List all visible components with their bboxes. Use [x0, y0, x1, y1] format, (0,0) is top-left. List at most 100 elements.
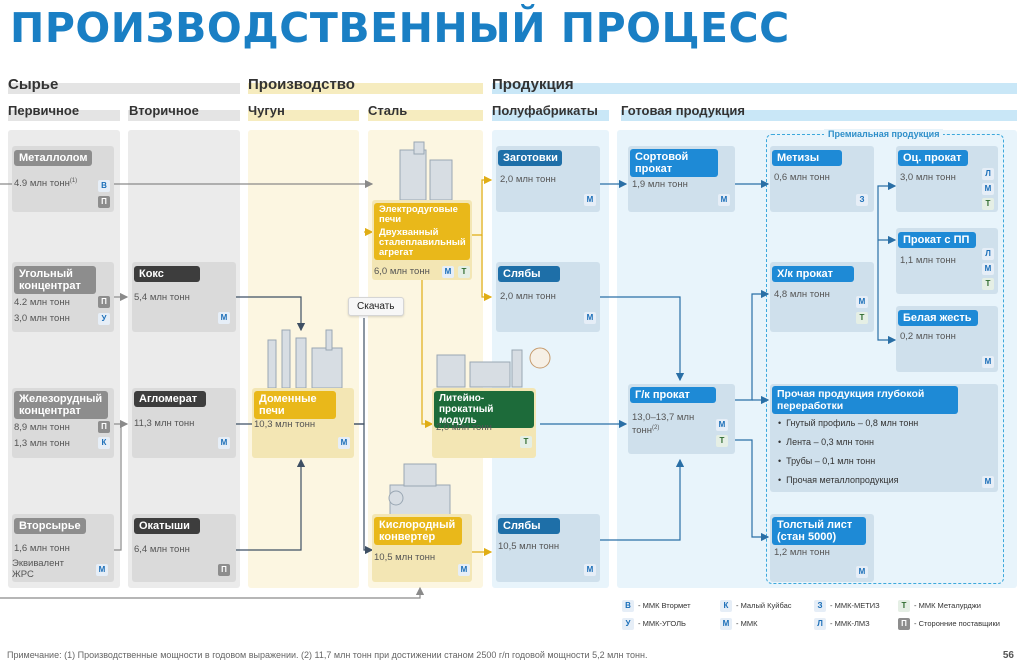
coal-label: Угольный концентрат: [14, 266, 96, 294]
blast-label: Доменные печи: [254, 391, 336, 419]
sub-secondary: Вторичное: [129, 103, 199, 118]
node-galvanized: Оц. прокат 3,0 млн тонн Л М Т: [896, 146, 998, 212]
node-agglomerate: Агломерат 11,3 млн тонн М: [132, 388, 236, 458]
recycled-value: 1,6 млн тонн: [14, 543, 70, 554]
badge: М: [458, 564, 470, 576]
badge: К: [98, 437, 110, 449]
badge: М: [982, 476, 994, 488]
sub-primary: Первичное: [8, 103, 80, 118]
sub-steel: Сталь: [368, 103, 408, 118]
node-recycled: Вторсырье 1,6 млн тонн Эквивалент ЖРС М: [12, 514, 114, 582]
converter-illustration: [388, 463, 451, 516]
node-slabs-1: Слябы 2,0 млн тонн М: [496, 262, 600, 332]
page-number: 56: [1002, 650, 1014, 661]
pellets-value: 6,4 млн тонн: [134, 544, 190, 555]
list-item: • Прочая металлопродукция: [778, 475, 899, 485]
sub-semi: Полуфабрикаты: [492, 103, 598, 118]
galv-label: Оц. прокат: [898, 150, 968, 166]
badge: Т: [458, 266, 470, 278]
list-item: • Гнутый профиль – 0,8 млн тонн: [778, 418, 919, 428]
converter-label: Кислородный конвертер: [374, 517, 462, 545]
legend-text: - ММК: [736, 619, 758, 628]
node-deep-processing: Прочая продукция глубокой переработки • …: [770, 384, 998, 492]
scrap-label: Металлолом: [14, 150, 93, 166]
badge: М: [584, 564, 596, 576]
coke-label: Кокс: [134, 266, 200, 282]
badge: З: [856, 194, 868, 206]
pellets-label: Окатыши: [134, 518, 200, 534]
coated-value: 1,1 млн тонн: [900, 255, 956, 266]
badge: М: [584, 194, 596, 206]
slabs2-value: 10,5 млн тонн: [498, 541, 560, 552]
blast-value: 10,3 млн тонн: [254, 419, 316, 430]
badge: Т: [982, 198, 994, 210]
slabs1-value: 2,0 млн тонн: [500, 291, 556, 302]
footnote: Примечание: (1) Производственные мощност…: [7, 650, 648, 660]
download-tooltip[interactable]: Скачать: [348, 297, 404, 316]
badge: Т: [982, 278, 994, 290]
badge: М: [982, 356, 994, 368]
badge: М: [218, 312, 230, 324]
node-coke: Кокс 5,4 млн тонн М: [132, 262, 236, 332]
cold-label: Х/к прокат: [772, 266, 854, 282]
node-tinplate: Белая жесть 0,2 млн тонн М: [896, 306, 998, 372]
legend-badge: П: [898, 618, 910, 630]
hot-label: Г/к прокат: [630, 387, 716, 403]
legend-badge: З: [814, 600, 826, 612]
hardware-value: 0,6 млн тонн: [774, 172, 830, 183]
coal-value-2: 3,0 млн тонн: [14, 313, 70, 324]
badge: М: [716, 419, 728, 431]
node-cold-rolled: Х/к прокат 4,8 млн тонн М Т: [770, 262, 874, 332]
list-item: • Трубы – 0,1 млн тонн: [778, 456, 876, 466]
galv-value: 3,0 млн тонн: [900, 172, 956, 183]
page-title: ПРОИЗВОДСТВЕННЫЙ ПРОЦЕСС: [10, 4, 790, 52]
badge: М: [982, 263, 994, 275]
ore-label: Железорудный концентрат: [14, 391, 108, 419]
deep-label: Прочая продукция глубокой переработки: [772, 386, 958, 414]
badge: М: [218, 437, 230, 449]
badge: М: [856, 296, 868, 308]
badge: М: [584, 312, 596, 324]
slabs1-label: Слябы: [498, 266, 560, 282]
node-coated: Прокат с ПП 1,1 млн тонн Л М Т: [896, 228, 998, 294]
slabs2-label: Слябы: [498, 518, 560, 534]
ore-value-2: 1,3 млн тонн: [14, 438, 70, 449]
node-billets: Заготовки 2,0 млн тонн М: [496, 146, 600, 212]
tin-label: Белая жесть: [898, 310, 978, 326]
cold-value: 4,8 млн тонн: [774, 289, 830, 300]
billets-label: Заготовки: [498, 150, 562, 166]
legend-text: - ММК-МЕТИЗ: [830, 601, 880, 610]
list-item: • Лента – 0,3 млн тонн: [778, 437, 874, 447]
section-products: Продукция: [492, 76, 574, 93]
deep-items: • Гнутый профиль – 0,8 млн тонн • Лента …: [778, 414, 918, 490]
badge: М: [96, 564, 108, 576]
eaf-illustration: [399, 141, 453, 201]
badge: М: [856, 566, 868, 578]
legend-badge: Л: [814, 618, 826, 630]
legend-badge: Т: [898, 600, 910, 612]
badge: П: [98, 421, 110, 433]
node-ore: Железорудный концентрат 8,9 млн тонн 1,3…: [12, 388, 114, 458]
converter-value: 10,5 млн тонн: [374, 552, 436, 563]
casting-label: Литейно-прокатный модуль: [434, 391, 534, 428]
sub-pig-iron: Чугун: [248, 103, 285, 118]
casting-value: 2,0 млн тонн: [436, 422, 492, 433]
node-pellets: Окатыши 6,4 млн тонн П: [132, 514, 236, 582]
tin-value: 0,2 млн тонн: [900, 331, 956, 342]
node-slabs-2: Слябы 10,5 млн тонн М: [496, 514, 600, 582]
agglomerate-value: 11,3 млн тонн: [134, 418, 195, 429]
col-secondary: [128, 130, 240, 588]
legend-badge: В: [622, 600, 634, 612]
sub-finished: Готовая продукция: [621, 103, 746, 118]
billets-value: 2,0 млн тонн: [500, 174, 556, 185]
legend-badge: К: [720, 600, 732, 612]
coated-label: Прокат с ПП: [898, 232, 976, 248]
node-blast-furnace: Доменные печи 10,3 млн тонн М: [252, 388, 354, 458]
section-value: 1,9 млн тонн: [632, 179, 688, 190]
legend-text: - ММК Втормет: [638, 601, 691, 610]
agglomerate-label: Агломерат: [134, 391, 206, 407]
badge: М: [982, 183, 994, 195]
